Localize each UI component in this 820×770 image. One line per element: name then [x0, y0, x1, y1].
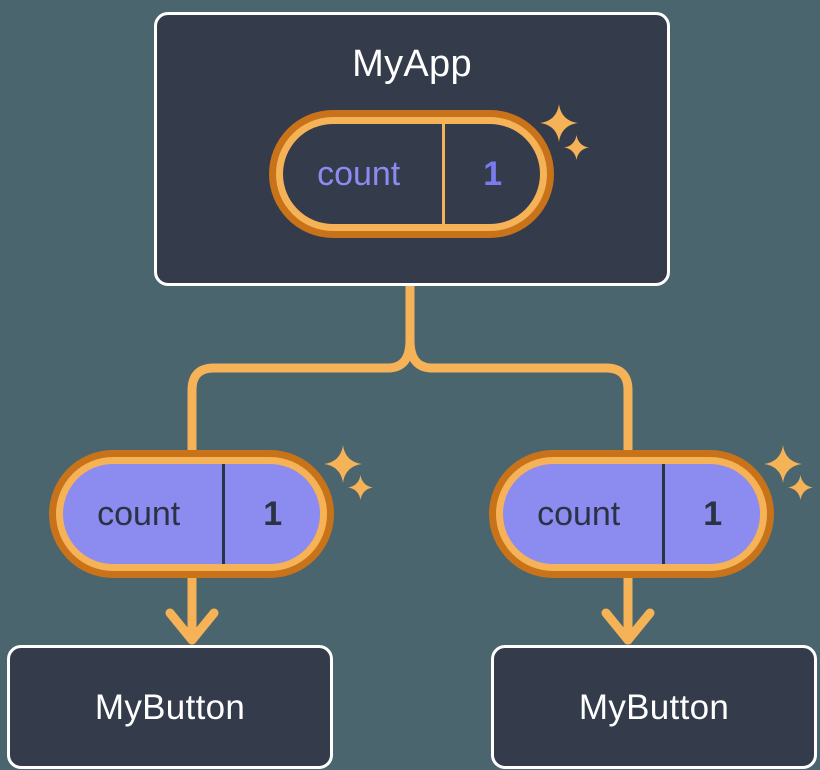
connector-branch-left	[187, 335, 415, 455]
state-key-label: count	[317, 154, 401, 193]
mybutton-card-right[interactable]: MyButton	[491, 645, 817, 769]
state-pill-child-right[interactable]: count 1	[489, 450, 774, 578]
state-value-label: 1	[662, 464, 760, 564]
pill-outer-ring: count 1	[269, 110, 554, 238]
state-value-label: 1	[442, 124, 540, 224]
mybutton-card-left[interactable]: MyButton	[7, 645, 333, 769]
pill-body: count 1	[283, 124, 540, 224]
myapp-title: MyApp	[352, 43, 472, 85]
pill-outer-ring: count 1	[49, 450, 334, 578]
pill-body: count 1	[503, 464, 760, 564]
sparkle-icon-right-small	[787, 474, 814, 501]
pill-outer-ring: count 1	[489, 450, 774, 578]
pill-inner-ring: count 1	[276, 117, 547, 231]
sparkle-icon-left-large	[323, 444, 363, 484]
arrow-head-left	[165, 608, 219, 645]
state-pill-child-left[interactable]: count 1	[49, 450, 334, 578]
mybutton-title: MyButton	[578, 687, 730, 727]
state-key-label: count	[537, 494, 621, 533]
pill-inner-ring: count 1	[496, 457, 767, 571]
arrow-head-right	[601, 608, 655, 645]
state-value-label: 1	[222, 464, 320, 564]
state-pill-root[interactable]: count 1	[269, 110, 554, 238]
pill-inner-ring: count 1	[56, 457, 327, 571]
pill-body: count 1	[63, 464, 320, 564]
connector-branch-right	[405, 335, 633, 455]
mybutton-title: MyButton	[94, 687, 246, 727]
sparkle-icon-right-large	[763, 444, 803, 484]
state-key-label: count	[97, 494, 181, 533]
sparkle-icon-left-small	[347, 474, 374, 501]
